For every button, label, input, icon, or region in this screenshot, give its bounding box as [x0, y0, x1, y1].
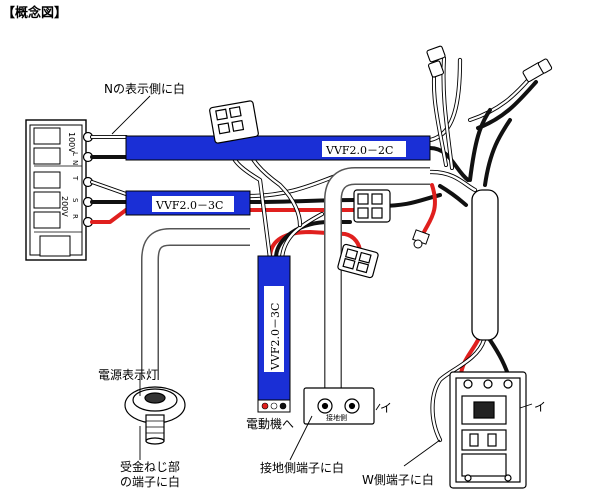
connector-right-lower — [337, 243, 379, 279]
leader-lines — [111, 95, 533, 467]
label-pilot-lamp: 電源表示灯 — [98, 368, 158, 382]
cable-vvf2c-label: VVF2.0－2C — [325, 144, 393, 157]
connector-upper-left — [209, 100, 259, 144]
v100-label: 100V — [67, 132, 76, 153]
label-w-terminal: W側端子に白 — [362, 472, 434, 487]
label-i-switch: イ — [534, 400, 546, 414]
v100-term-l: L — [71, 152, 79, 156]
right-vertical-cable — [471, 189, 499, 341]
v200-term-s: S — [71, 198, 79, 203]
v200-term-r: R — [71, 214, 79, 219]
v200-label: 200V — [60, 196, 69, 217]
terminal-block: 100V L N 200V R S T — [25, 119, 94, 261]
label-socket-line2: の端子に白 — [120, 474, 180, 489]
wires — [90, 53, 538, 460]
v100-term-n: N — [71, 160, 79, 165]
connector-right-upper — [353, 189, 391, 223]
crimp-terminal-small — [412, 229, 430, 249]
cable-vvf3c-h-label: VVF2.0－3C — [155, 199, 223, 212]
plug-top-right — [522, 58, 553, 83]
label-ground-terminal: 接地側端子に白 — [260, 460, 344, 475]
label-to-motor: 電動機へ — [246, 416, 294, 431]
label-i-box: イ — [380, 401, 392, 415]
label-socket-line1: 受金ねじ部 — [120, 459, 180, 474]
label-n-side-white: Nの表示側に白 — [104, 81, 185, 96]
cable-vvf3c-vertical: VVF2.0－3C — [257, 255, 291, 413]
cable-vvf2c: VVF2.0－2C — [125, 135, 431, 161]
cable-vvf3c-v-label: VVF2.0－3C — [269, 303, 282, 371]
ground-side-small-label: 接地側 — [326, 413, 347, 422]
v200-term-t: T — [71, 175, 79, 181]
ground-terminal-box: 接地側 — [303, 387, 375, 425]
switch-plate — [449, 371, 527, 489]
cable-vvf3c-horizontal: VVF2.0－3C — [125, 190, 251, 216]
plug-top-left — [426, 45, 446, 78]
diagram-title: 【概念図】 — [2, 5, 67, 21]
pilot-lamp-receptacle — [124, 386, 186, 445]
white-cables — [141, 167, 430, 390]
